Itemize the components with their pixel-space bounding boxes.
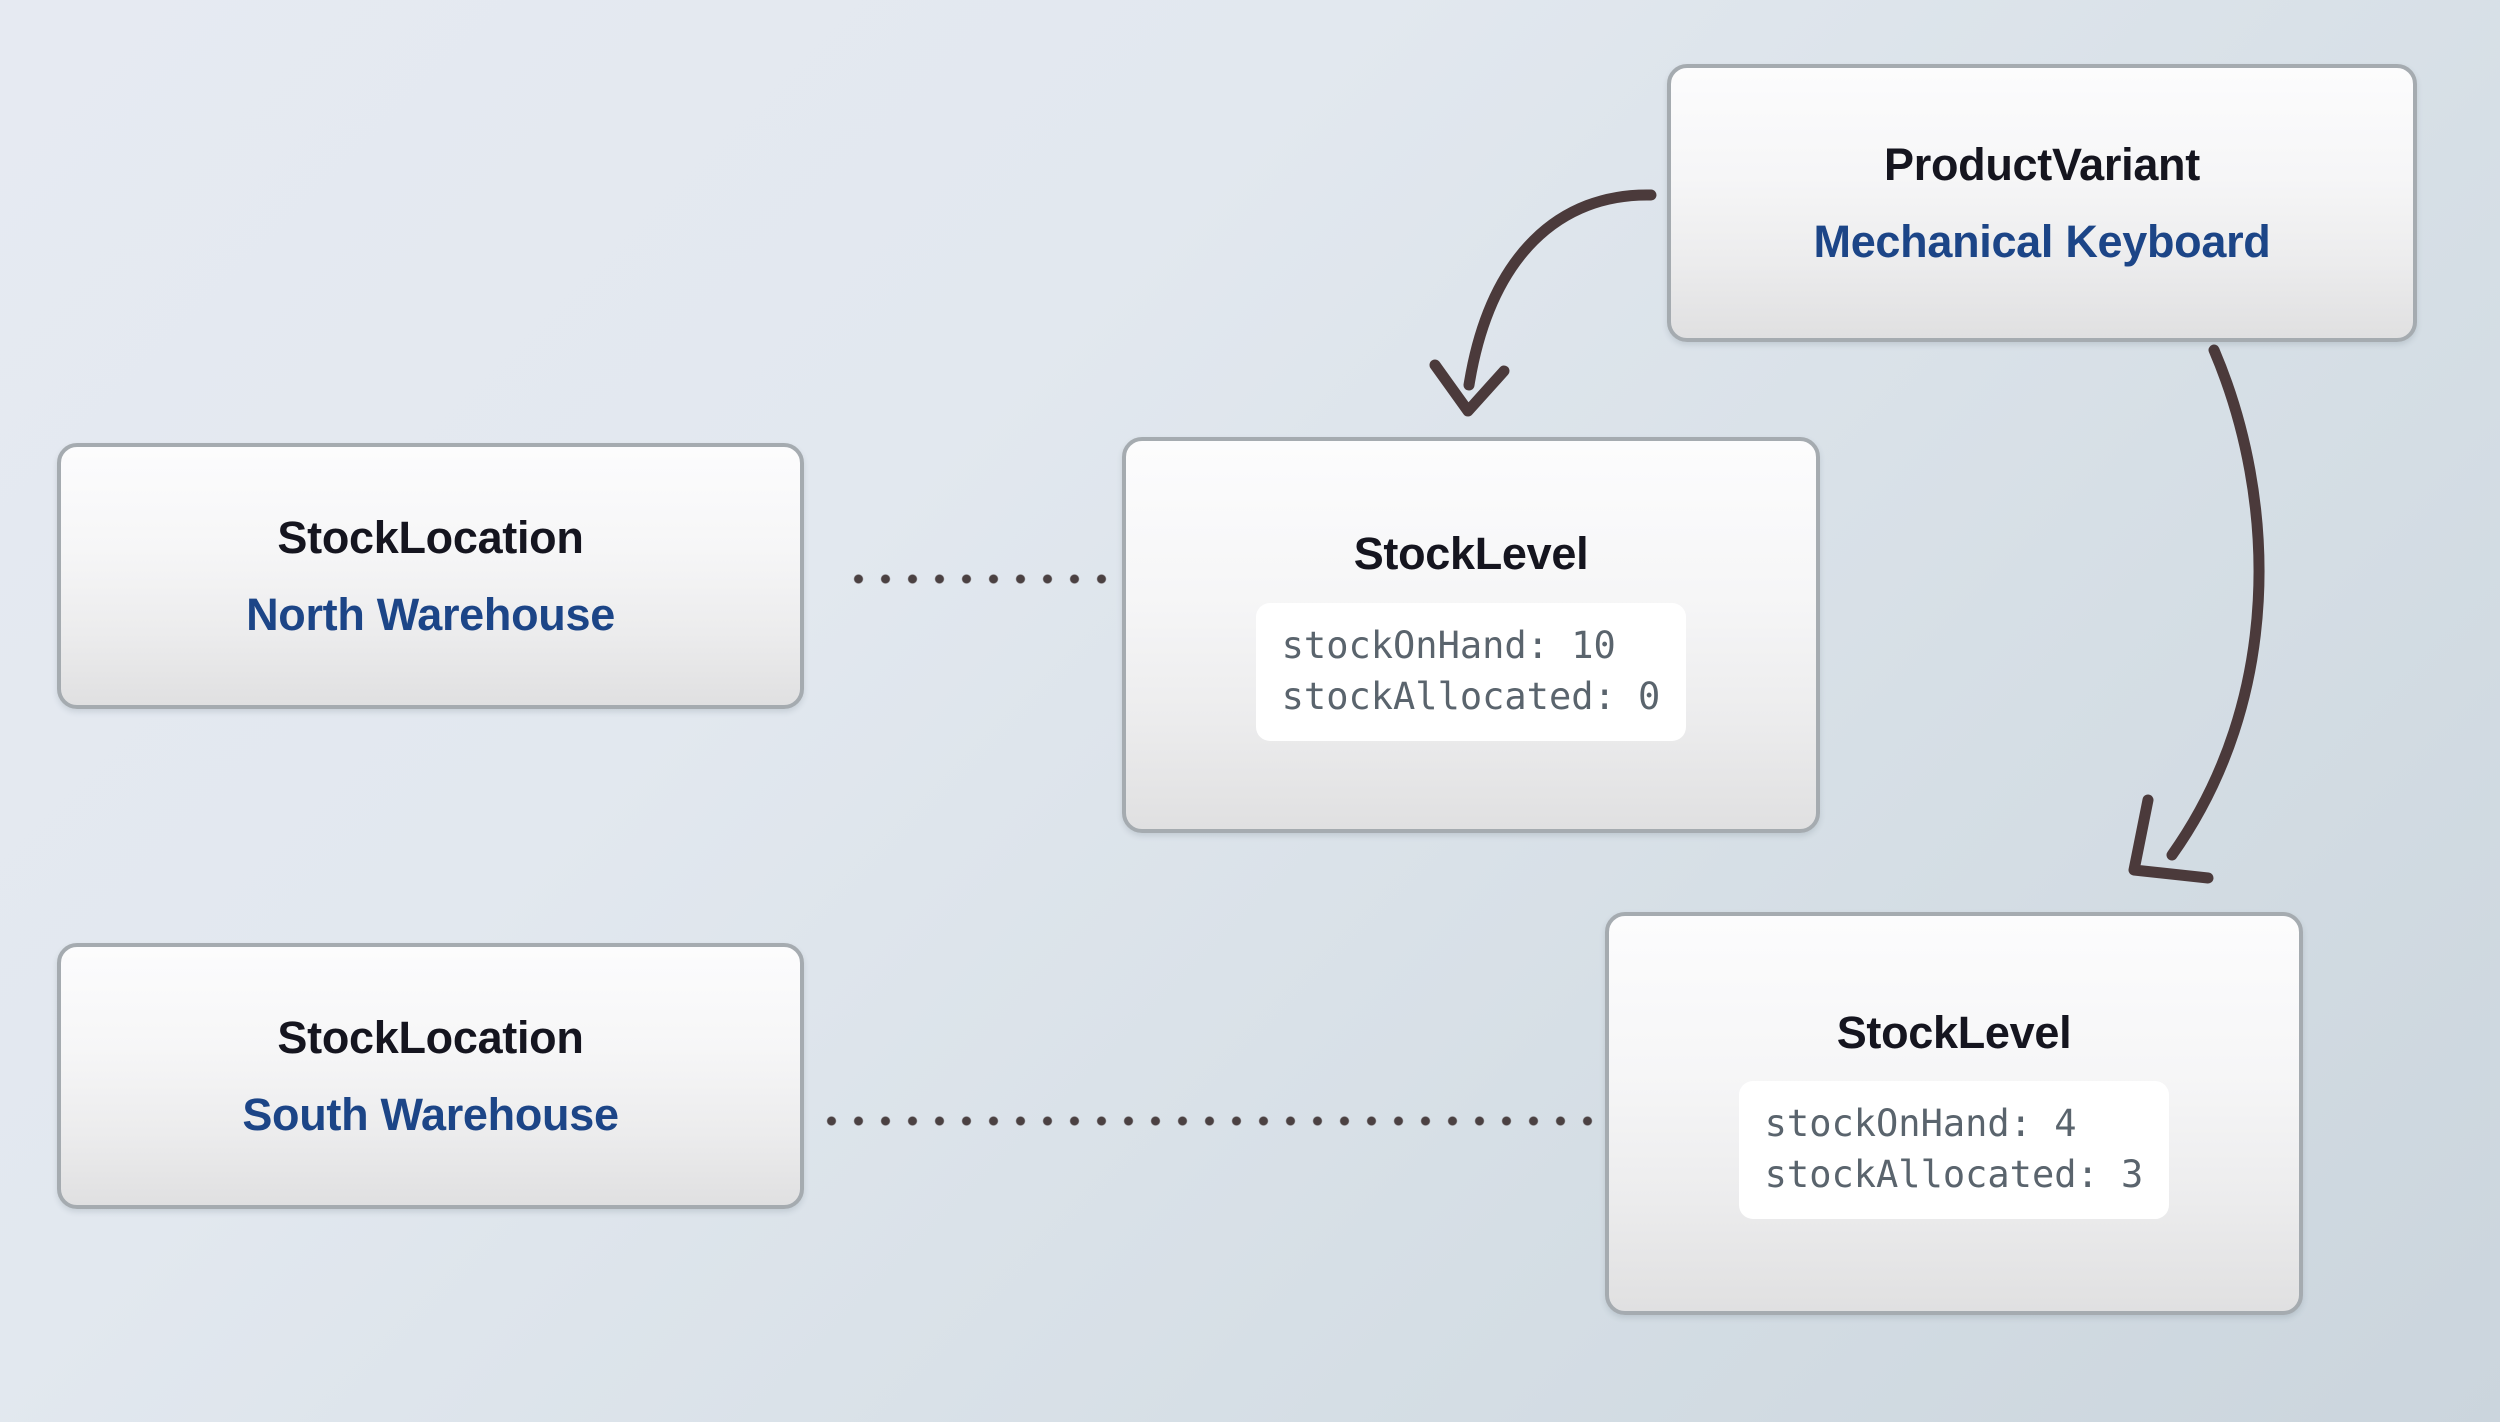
attribute-stock-allocated: stockAllocated: 0 (1281, 674, 1661, 718)
node-stock-location-south[interactable]: StockLocation South Warehouse (57, 943, 804, 1209)
node-stock-level-north[interactable]: StockLevel stockOnHand: 10 stockAllocate… (1122, 437, 1820, 833)
node-stock-level-south-entity: StockLevel (1836, 1006, 2072, 1058)
node-stock-level-south-attributes: stockOnHand: 4 stockAllocated: 3 (1738, 1081, 2170, 1220)
node-stock-location-south-entity: StockLocation (277, 1011, 584, 1063)
attribute-stock-allocated: stockAllocated: 3 (1764, 1153, 2144, 1197)
attribute-stock-on-hand: stockOnHand: 10 (1281, 623, 1616, 667)
arrow-variant-to-stocklevel-south (2128, 344, 2265, 884)
node-stock-location-north[interactable]: StockLocation North Warehouse (57, 443, 804, 709)
node-stock-level-north-entity: StockLevel (1353, 528, 1589, 580)
node-product-variant-entity: ProductVariant (1884, 138, 2200, 190)
arrow-variant-to-stocklevel-north (1429, 189, 1657, 417)
node-stock-location-north-entity: StockLocation (277, 511, 584, 563)
node-stock-level-south[interactable]: StockLevel stockOnHand: 4 stockAllocated… (1605, 912, 2303, 1315)
attribute-stock-on-hand: stockOnHand: 4 (1764, 1102, 2077, 1146)
node-stock-level-north-attributes: stockOnHand: 10 stockAllocated: 0 (1255, 602, 1687, 741)
node-stock-location-north-name: North Warehouse (246, 589, 615, 640)
node-product-variant-name: Mechanical Keyboard (1813, 216, 2271, 267)
dotted-link-south (818, 1116, 1598, 1126)
node-stock-location-south-name: South Warehouse (242, 1089, 619, 1140)
node-product-variant[interactable]: ProductVariant Mechanical Keyboard (1667, 64, 2417, 342)
dotted-link-north (845, 574, 1115, 584)
